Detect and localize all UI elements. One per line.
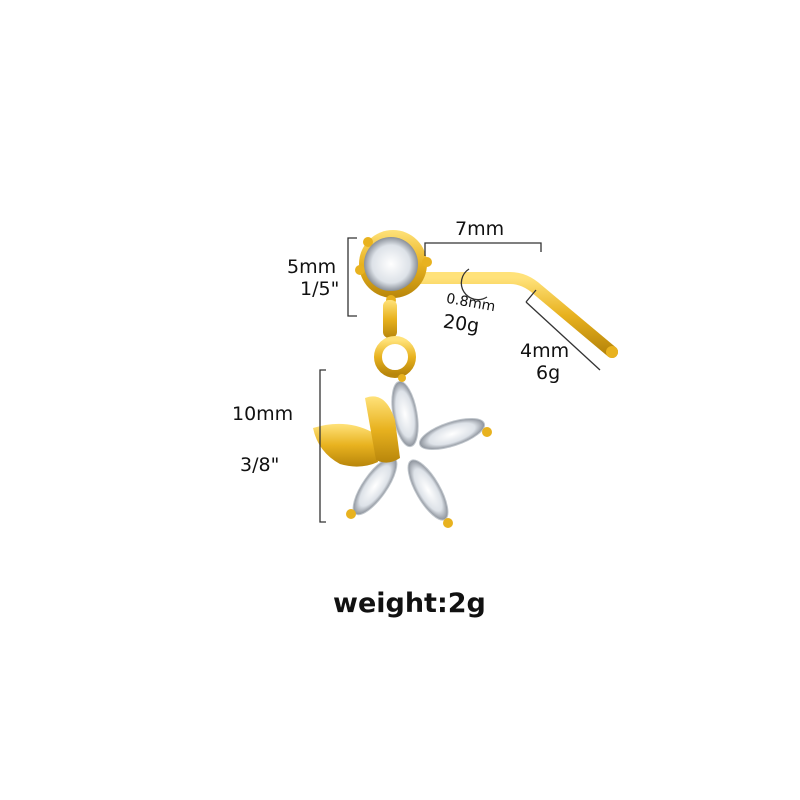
- bar-length-label: 7mm: [455, 218, 505, 240]
- charm-height-mm-label: 10mm: [232, 403, 294, 425]
- thickness-gauge-label: 20g: [441, 310, 481, 338]
- flower-charm: [346, 374, 492, 528]
- round-gem-icon: [364, 237, 418, 291]
- top-height-in-label: 1/5": [300, 278, 340, 300]
- butterfly-icon: [313, 396, 400, 467]
- charm-height-in-label: 3/8": [240, 454, 280, 476]
- top-height-mm-label: 5mm: [287, 256, 337, 278]
- nose-stud-post: [414, 272, 618, 358]
- end-length-label: 4mm: [520, 340, 570, 362]
- end-gauge-label: 6g: [536, 362, 561, 384]
- weight-label: weight:2g: [333, 588, 486, 619]
- jump-ring: [374, 300, 416, 378]
- top-gem-setting: [355, 230, 432, 305]
- dimension-lines: [319, 237, 601, 523]
